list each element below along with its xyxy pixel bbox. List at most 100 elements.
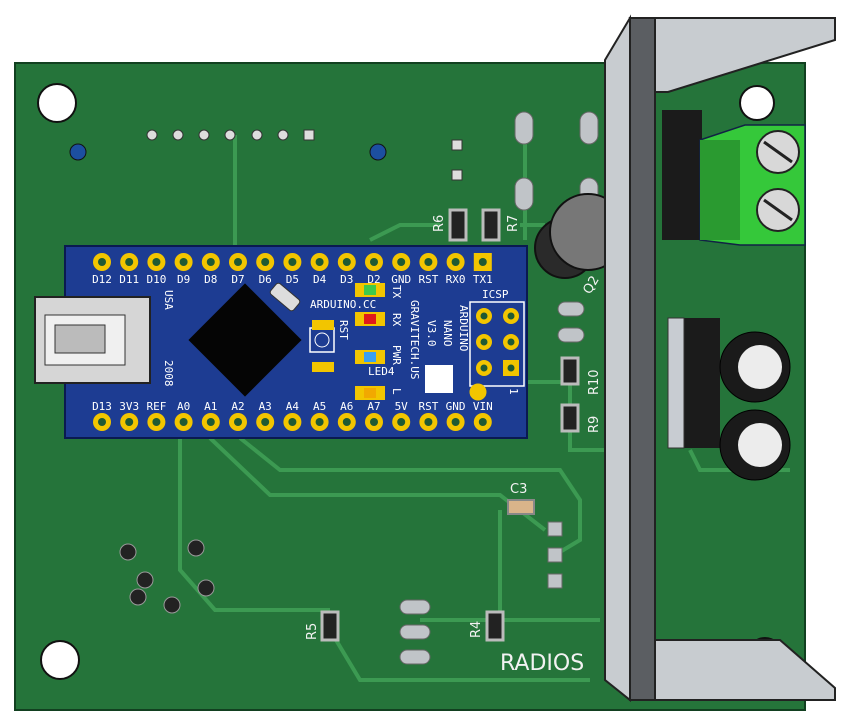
pin-label: A4 [286, 400, 300, 413]
pin-hole [424, 258, 433, 266]
nano-rst-label: RST [337, 320, 350, 340]
icsp-label: ICSP [482, 288, 509, 301]
capacitor-c3 [507, 499, 535, 515]
pin-label: VIN [473, 400, 493, 413]
label-r10: R10 [587, 369, 602, 395]
pin-label: D3 [340, 273, 353, 286]
pin-hole [125, 418, 134, 426]
brand-text: RADIOS [500, 651, 584, 676]
pin-hole [234, 258, 242, 266]
pin-hole [397, 418, 406, 426]
pin-label: 3V3 [119, 400, 139, 413]
pin-label: D6 [259, 273, 272, 286]
pin-label: RX0 [446, 273, 466, 286]
label-c3: C3 [510, 482, 527, 497]
pin-hole [507, 364, 515, 372]
pin-label: A3 [259, 400, 272, 413]
pin-hole [342, 418, 351, 426]
pin-label: A0 [177, 400, 190, 413]
nano-model: NANO [441, 320, 454, 347]
pin-hole [98, 418, 106, 426]
pin-label: D8 [204, 273, 217, 286]
pin-hole [478, 418, 487, 426]
pin-hole [451, 418, 460, 426]
pin-hole [288, 418, 297, 426]
pin-label: REF [146, 400, 166, 413]
pin-label: D7 [231, 273, 244, 286]
pin-label: D11 [119, 273, 139, 286]
pin-label: D10 [146, 273, 166, 286]
pin-hole [315, 418, 324, 426]
header-pins [146, 129, 463, 181]
pin-hole [152, 418, 161, 426]
label-r4: R4 [469, 621, 484, 638]
label-r5: R5 [305, 623, 320, 640]
pin-hole [234, 418, 242, 426]
pin-label: D13 [92, 400, 112, 413]
pin-hole [261, 258, 270, 266]
pin-label: D2 [367, 273, 380, 286]
led-label-tx: TX [390, 285, 403, 299]
pin-hole [397, 258, 406, 266]
through-hole-pins [119, 539, 215, 614]
pin-label: A1 [204, 400, 217, 413]
microcontroller-chip [188, 283, 302, 397]
via-blue [369, 143, 387, 161]
regulator-tab [667, 317, 685, 449]
label-r7: R7 [506, 215, 521, 232]
nano-website: ARDUINO.CC [310, 298, 376, 311]
led-label-l: L [390, 388, 403, 395]
pin-hole [315, 258, 324, 266]
pin-hole [480, 364, 488, 372]
nano-maker: GRAVITECH.US [408, 300, 421, 379]
pin-hole [288, 258, 297, 266]
electrolytic-capacitors [719, 331, 791, 481]
pin-hole [98, 258, 106, 266]
gravitech-logo [425, 365, 453, 393]
screw-terminal-block [699, 124, 806, 246]
pin-hole [451, 258, 460, 266]
pin-hole [261, 418, 270, 426]
heatsink [604, 14, 836, 703]
led-label-pwr: PWR [390, 345, 403, 365]
regulator-body [662, 110, 702, 240]
led-label-rx: RX [390, 313, 403, 327]
nano-led4: LED4 [368, 365, 395, 378]
pin-label: A2 [231, 400, 244, 413]
pin-hole [480, 312, 488, 320]
pin-hole [206, 258, 215, 266]
pin-hole [179, 258, 188, 266]
pin-label: GND [391, 273, 411, 286]
pin-label: TX1 [473, 273, 493, 286]
pin-hole [125, 258, 134, 266]
pin-label: GND [446, 400, 466, 413]
pin-hole [478, 258, 487, 266]
pin-hole [507, 312, 515, 320]
via-blue [69, 143, 87, 161]
pin-label: 5V [395, 400, 409, 413]
pin-hole [152, 258, 161, 266]
nano-year: 2008 [162, 360, 175, 387]
nano-title: ARDUINO [457, 305, 470, 351]
pin-label: D5 [286, 273, 299, 286]
nano-country: USA [162, 290, 175, 310]
pin-hole [370, 258, 378, 266]
status-leds [355, 283, 385, 400]
label-r9: R9 [587, 416, 602, 433]
pin-label: D12 [92, 273, 112, 286]
pin-label: A6 [340, 400, 353, 413]
pin-label: D4 [313, 273, 327, 286]
nano-version: V3.0 [425, 320, 438, 347]
icsp-pin-one: 1 [507, 388, 520, 395]
icsp-outline [469, 301, 525, 387]
pin-label: D9 [177, 273, 190, 286]
usb-connector [34, 296, 151, 384]
label-r6: R6 [432, 215, 447, 232]
pin-hole [507, 338, 515, 346]
pin-hole [342, 258, 351, 266]
pin-hole [480, 338, 488, 346]
pin-label: A7 [367, 400, 380, 413]
pin-label: RST [418, 273, 438, 286]
